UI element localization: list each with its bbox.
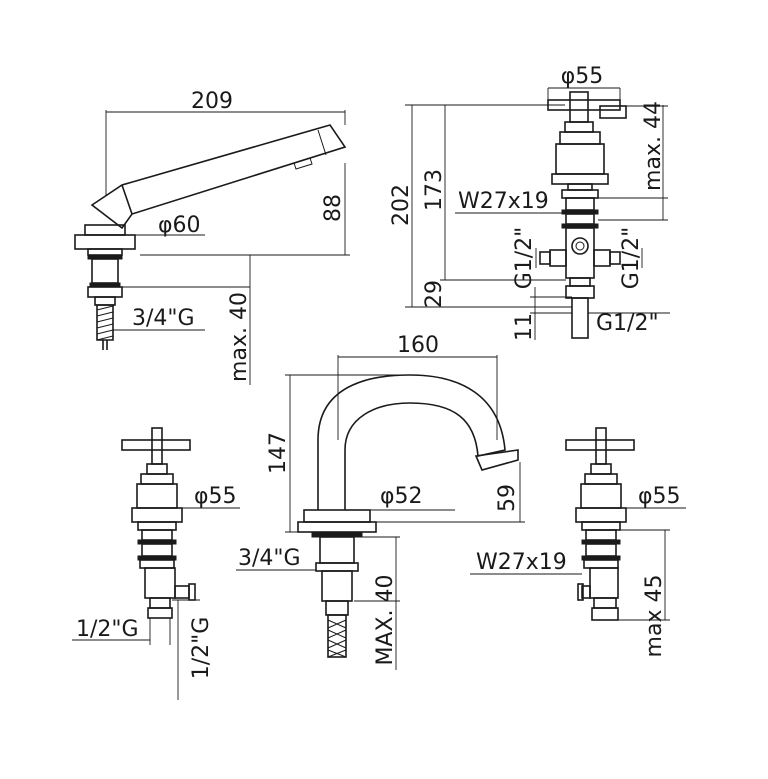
right-valve-diameter-label: φ55	[638, 484, 681, 509]
valve-diameter-label: φ55	[561, 64, 604, 89]
center-spout-view: 160 147 φ52 59 3/4"G MAX. 40	[236, 333, 525, 670]
valve-bottom-thread-label: G1/2"	[596, 311, 659, 336]
spout-height-label: 88	[321, 194, 346, 222]
left-valve-vertical-thread-label: 1/2"G	[189, 617, 214, 680]
center-outlet-height-label: 59	[495, 484, 520, 512]
spout-diameter-label: φ60	[158, 213, 201, 238]
valve-right-thread-label: G1/2"	[619, 227, 644, 290]
spout-thread-label: 3/4"G	[132, 306, 195, 331]
center-height-label: 147	[266, 432, 291, 474]
valve-left-thread-label: G1/2"	[512, 227, 537, 290]
center-width-label: 160	[397, 333, 439, 358]
valve-side-view: φ55 max. 44 202 173 W27x19 G1/2" G1/2" 2…	[389, 64, 670, 341]
valve-bottom-height-label: 11	[512, 313, 537, 341]
valve-total-height-label: 202	[389, 184, 414, 226]
valve-max-handle-label: max. 44	[641, 101, 666, 191]
left-valve-outlet-thread-label: 1/2"G	[76, 617, 139, 642]
spout-max-depth-label: max. 40	[227, 292, 252, 382]
valve-body-height-label: 173	[422, 169, 447, 211]
right-valve-max-depth-label: max 45	[642, 575, 667, 658]
valve-lower-height-label: 29	[422, 280, 447, 308]
spout-length-label: 209	[191, 89, 233, 114]
spout-side-view: 209 φ60 88 3/4"G max. 40	[74, 89, 350, 385]
valve-nut-label: W27x19	[458, 189, 549, 214]
left-valve-diameter-label: φ55	[194, 484, 237, 509]
left-valve-view: φ55 1/2"G 1/2"G	[72, 427, 240, 700]
center-thread-label: 3/4"G	[238, 546, 301, 571]
right-valve-view: φ55 W27x19 max 45	[470, 427, 686, 658]
right-valve-nut-label: W27x19	[476, 550, 567, 575]
center-max-depth-label: MAX. 40	[373, 574, 398, 665]
center-diameter-label: φ52	[380, 484, 423, 509]
